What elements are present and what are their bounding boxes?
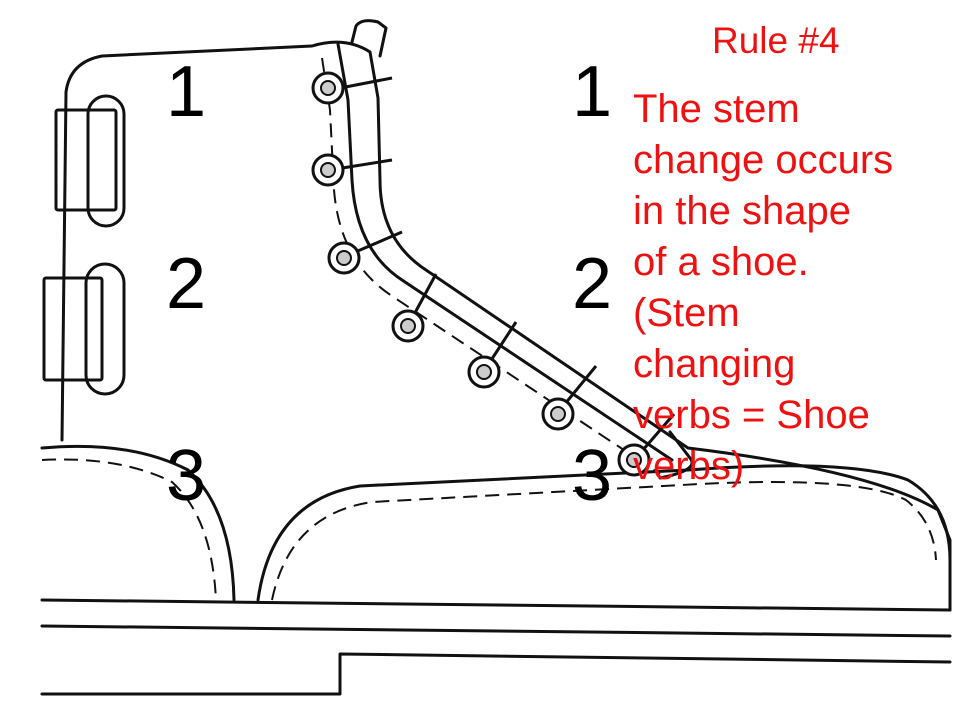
rule-line: in the shape xyxy=(633,189,851,233)
number-left-3: 3 xyxy=(166,436,207,516)
pull-tab-bottom xyxy=(42,276,104,382)
number-right-2: 2 xyxy=(572,244,613,324)
stitch-collar xyxy=(321,57,661,475)
sole-bottom xyxy=(40,652,952,696)
rule-line: of a shoe. xyxy=(633,240,809,284)
number-right-1: 1 xyxy=(572,52,613,132)
rule-line: changing xyxy=(633,342,796,386)
heel-loop xyxy=(350,19,388,58)
rule-line: The stem xyxy=(633,87,800,131)
tongue-edge xyxy=(658,430,694,480)
stitch-toe xyxy=(271,481,937,601)
number-right-3: 3 xyxy=(572,436,613,516)
collar-line xyxy=(336,42,674,462)
rule-title: Rule #4 xyxy=(712,20,840,61)
rule-line: verbs = Shoe xyxy=(633,393,870,437)
heel-counter xyxy=(40,444,236,602)
pull-tab-top xyxy=(54,108,118,212)
sole-mid xyxy=(40,624,952,638)
side-loop-top xyxy=(86,94,126,228)
toe-cap xyxy=(256,464,952,602)
rule-line: change occurs xyxy=(633,138,894,182)
boot-outline xyxy=(60,40,952,612)
number-left-1: 1 xyxy=(166,52,207,132)
rule-line: (Stem xyxy=(633,291,740,335)
number-left-2: 2 xyxy=(166,244,207,324)
sole-top xyxy=(40,598,952,612)
side-loop-bottom xyxy=(84,262,126,396)
stitch-heel xyxy=(41,458,217,601)
rule-description: The stem change occurs in the shape of a… xyxy=(633,84,893,492)
rule-line: verbs) xyxy=(633,444,745,488)
